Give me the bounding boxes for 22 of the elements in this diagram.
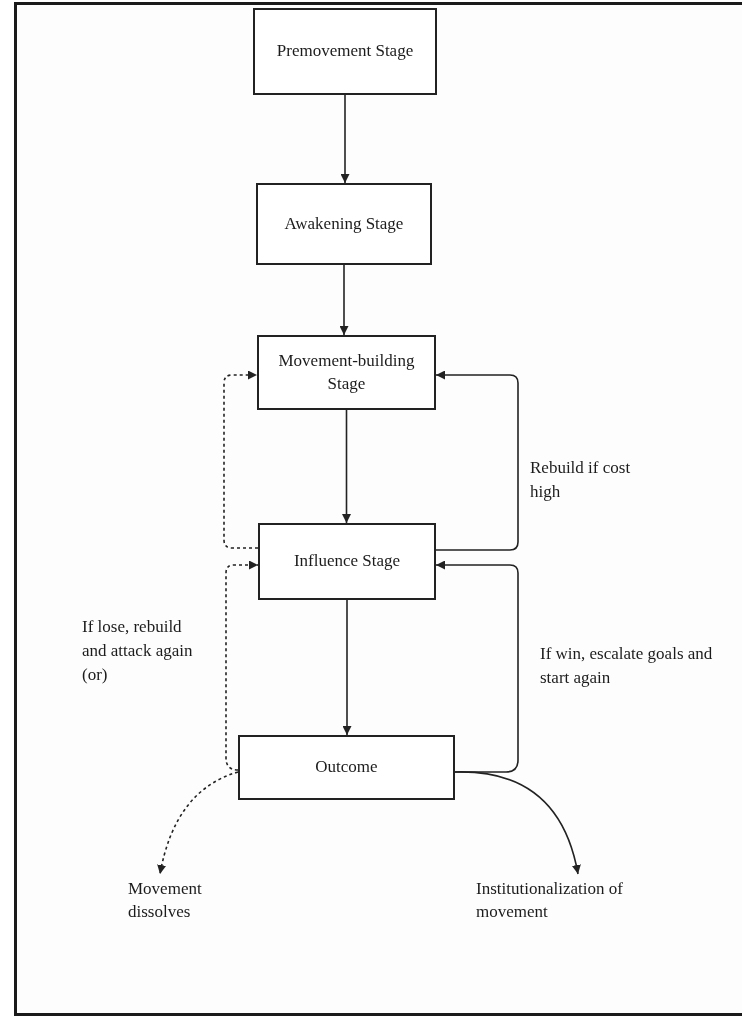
arrow [223, 370, 259, 549]
stage-label: Premovement Stage [276, 40, 414, 63]
stage-box [238, 735, 455, 800]
arrow [225, 560, 259, 771]
arrow [435, 370, 519, 551]
stage-box [256, 183, 432, 265]
arrow [339, 264, 349, 336]
arrow [435, 560, 519, 773]
stage-box [257, 335, 436, 410]
arrow [340, 94, 350, 184]
arrow [157, 771, 239, 875]
arrow [454, 771, 581, 875]
outcome-text: Institutionalization of movement [476, 878, 624, 923]
arrow [342, 409, 351, 524]
stage-label: Awakening Stage [284, 212, 404, 235]
stage-label: Movement-building Stage [277, 349, 416, 395]
stage-box [253, 8, 437, 95]
stage-box [258, 523, 436, 600]
outcome-text: Movement dissolves [128, 878, 203, 923]
arrow [342, 599, 352, 736]
stage-label: Outcome [315, 756, 378, 779]
stage-label: Influence Stage [293, 550, 401, 573]
